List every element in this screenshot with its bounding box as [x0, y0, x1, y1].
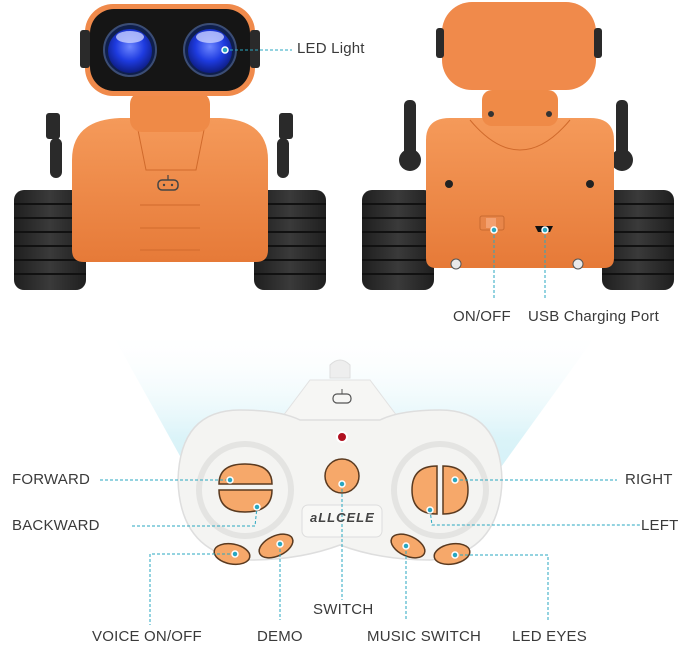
right-label: RIGHT — [625, 471, 673, 488]
back-right-tread — [602, 190, 674, 290]
on-off-callout-line — [490, 226, 498, 300]
back-left-tread — [362, 190, 434, 290]
backward-label: BACKWARD — [12, 517, 100, 534]
robot-neck — [130, 92, 210, 132]
voice-on-off-label: VOICE ON/OFF — [92, 628, 202, 645]
left-label: LEFT — [641, 517, 679, 534]
led-light-label: LED Light — [297, 40, 365, 57]
remote-brand-logo: aLLCELE — [310, 510, 375, 525]
on-off-label: ON/OFF — [453, 308, 511, 325]
usb-callout-line — [541, 226, 549, 300]
switch-button[interactable] — [324, 458, 360, 494]
left-eye-led — [103, 23, 157, 77]
demo-label: DEMO — [257, 628, 303, 645]
remote-callout-lines — [100, 479, 641, 625]
switch-label: SWITCH — [313, 601, 374, 618]
remote-callout-dots — [226, 476, 459, 559]
robot-logo-icon — [157, 175, 179, 191]
led-light-callout-line — [221, 46, 292, 54]
right-button[interactable] — [442, 465, 469, 515]
forward-label: FORWARD — [12, 471, 91, 488]
left-arm — [46, 113, 62, 178]
on-off-switch[interactable] — [479, 215, 505, 231]
remote-logo-icon — [332, 389, 352, 404]
music-switch-label: MUSIC SWITCH — [367, 628, 482, 645]
right-eye-led — [183, 23, 237, 77]
robot-back-view — [362, 2, 674, 290]
led-eyes-label: LED EYES — [512, 628, 587, 645]
power-indicator-led — [336, 431, 348, 443]
right-arm — [277, 113, 293, 178]
usb-charging-port-label: USB Charging Port — [528, 308, 659, 325]
